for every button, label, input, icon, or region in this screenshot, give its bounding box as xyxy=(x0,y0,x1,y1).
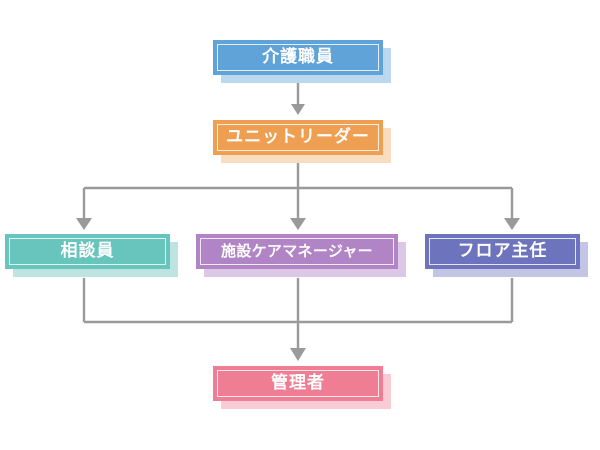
node-face xyxy=(196,234,398,269)
node-label-administrator: 管理者 xyxy=(271,373,325,393)
node-label-facility-care-manager: 施設ケアマネージャー xyxy=(221,242,373,260)
arrowhead-to-floor-chief xyxy=(504,218,520,230)
node-face xyxy=(213,40,383,75)
node-label-floor-chief: フロア主任 xyxy=(457,241,548,261)
arrowhead-to-unit-leader xyxy=(291,104,305,115)
arrowhead-to-facility-care-manager xyxy=(290,218,306,230)
node-label-counselor: 相談員 xyxy=(60,241,115,261)
node-care-staff[interactable]: 介護職員 xyxy=(213,40,391,83)
arrowhead-to-administrator xyxy=(290,348,306,361)
node-counselor[interactable]: 相談員 xyxy=(5,234,178,277)
node-label-care-staff: 介護職員 xyxy=(262,47,334,67)
node-label-unit-leader: ユニットリーダー xyxy=(226,127,370,147)
node-face xyxy=(213,366,383,401)
node-floor-chief[interactable]: フロア主任 xyxy=(425,234,588,277)
node-facility-care-manager[interactable]: 施設ケアマネージャー xyxy=(196,234,406,277)
node-face xyxy=(5,234,170,269)
node-face xyxy=(213,120,383,155)
node-face xyxy=(425,234,580,269)
node-unit-leader[interactable]: ユニットリーダー xyxy=(213,120,391,163)
arrowhead-to-counselor xyxy=(76,218,92,230)
node-administrator[interactable]: 管理者 xyxy=(213,366,391,409)
